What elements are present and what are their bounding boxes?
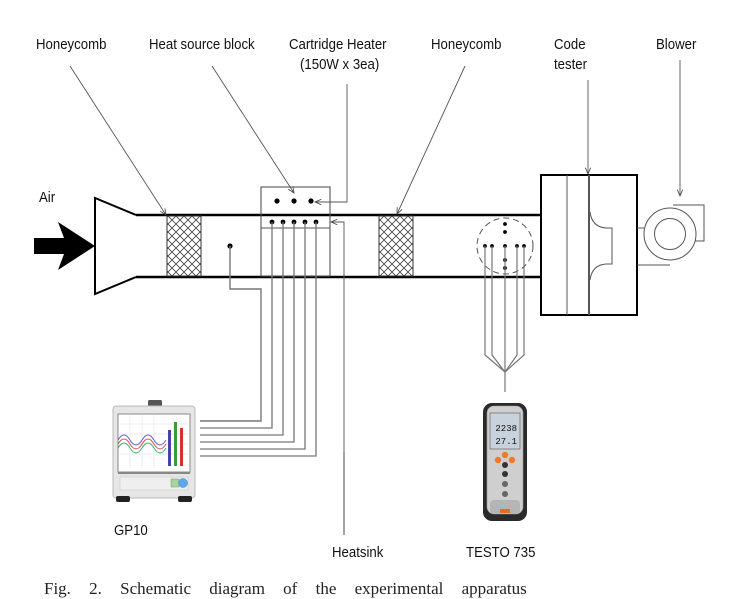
label-heat-source-block: Heat source block xyxy=(149,36,255,53)
duct-walls xyxy=(136,213,541,279)
gp10-bar-1 xyxy=(168,430,171,466)
leader-lines xyxy=(69,60,680,452)
label-cartridge-heater-2: (150W x 3ea) xyxy=(300,56,380,73)
heatsink-leader xyxy=(331,222,345,452)
code-tester xyxy=(540,174,638,316)
label-code-tester-2: tester xyxy=(554,56,588,73)
label-air: Air xyxy=(39,189,56,206)
label-honeycomb-right: Honeycomb xyxy=(431,36,502,53)
cartridge-heater-leader xyxy=(315,84,348,202)
gp10-bar-3 xyxy=(180,428,183,466)
heat-source-block-leader xyxy=(211,65,294,193)
honeycomb-left-leader xyxy=(69,65,166,215)
label-heatsink: Heatsink xyxy=(332,544,384,561)
air-inlet-arrow xyxy=(34,222,95,270)
gp10-trace-2 xyxy=(117,438,167,450)
gp10-bar-2 xyxy=(174,422,177,466)
gp10-grid xyxy=(118,414,190,468)
label-blower: Blower xyxy=(656,36,697,53)
testo-735-device: 2238 27.1 xyxy=(483,403,527,521)
label-code-tester-1: Code xyxy=(554,36,586,53)
schematic-diagram: 2238 27.1 xyxy=(34,60,705,535)
gp10-signal-wires xyxy=(200,222,317,457)
honeycomb-right xyxy=(378,215,414,277)
label-honeycomb-left: Honeycomb xyxy=(36,36,107,53)
gp10-trace-3 xyxy=(117,442,167,454)
inlet-funnel xyxy=(94,196,137,296)
cartridge-heater-dots xyxy=(274,198,314,204)
testo-reading-1: 2238 xyxy=(495,424,517,434)
inlet-temperature-sensor xyxy=(200,243,262,422)
blower xyxy=(637,204,705,266)
gp10-recorder xyxy=(112,400,196,502)
testo-reading-2: 27.1 xyxy=(495,437,517,447)
gp10-trace-1 xyxy=(117,434,167,446)
label-cartridge-heater-1: Cartridge Heater xyxy=(289,36,387,53)
honeycomb-left xyxy=(166,215,202,277)
outlet-measurement-section xyxy=(476,217,534,392)
honeycomb-right-leader xyxy=(397,65,466,214)
figure-caption: Fig. 2. Schematic diagram of the experim… xyxy=(44,579,527,598)
testo-probe-wires xyxy=(484,246,525,392)
label-gp10: GP10 xyxy=(114,522,148,539)
label-testo-735: TESTO 735 xyxy=(466,544,536,561)
